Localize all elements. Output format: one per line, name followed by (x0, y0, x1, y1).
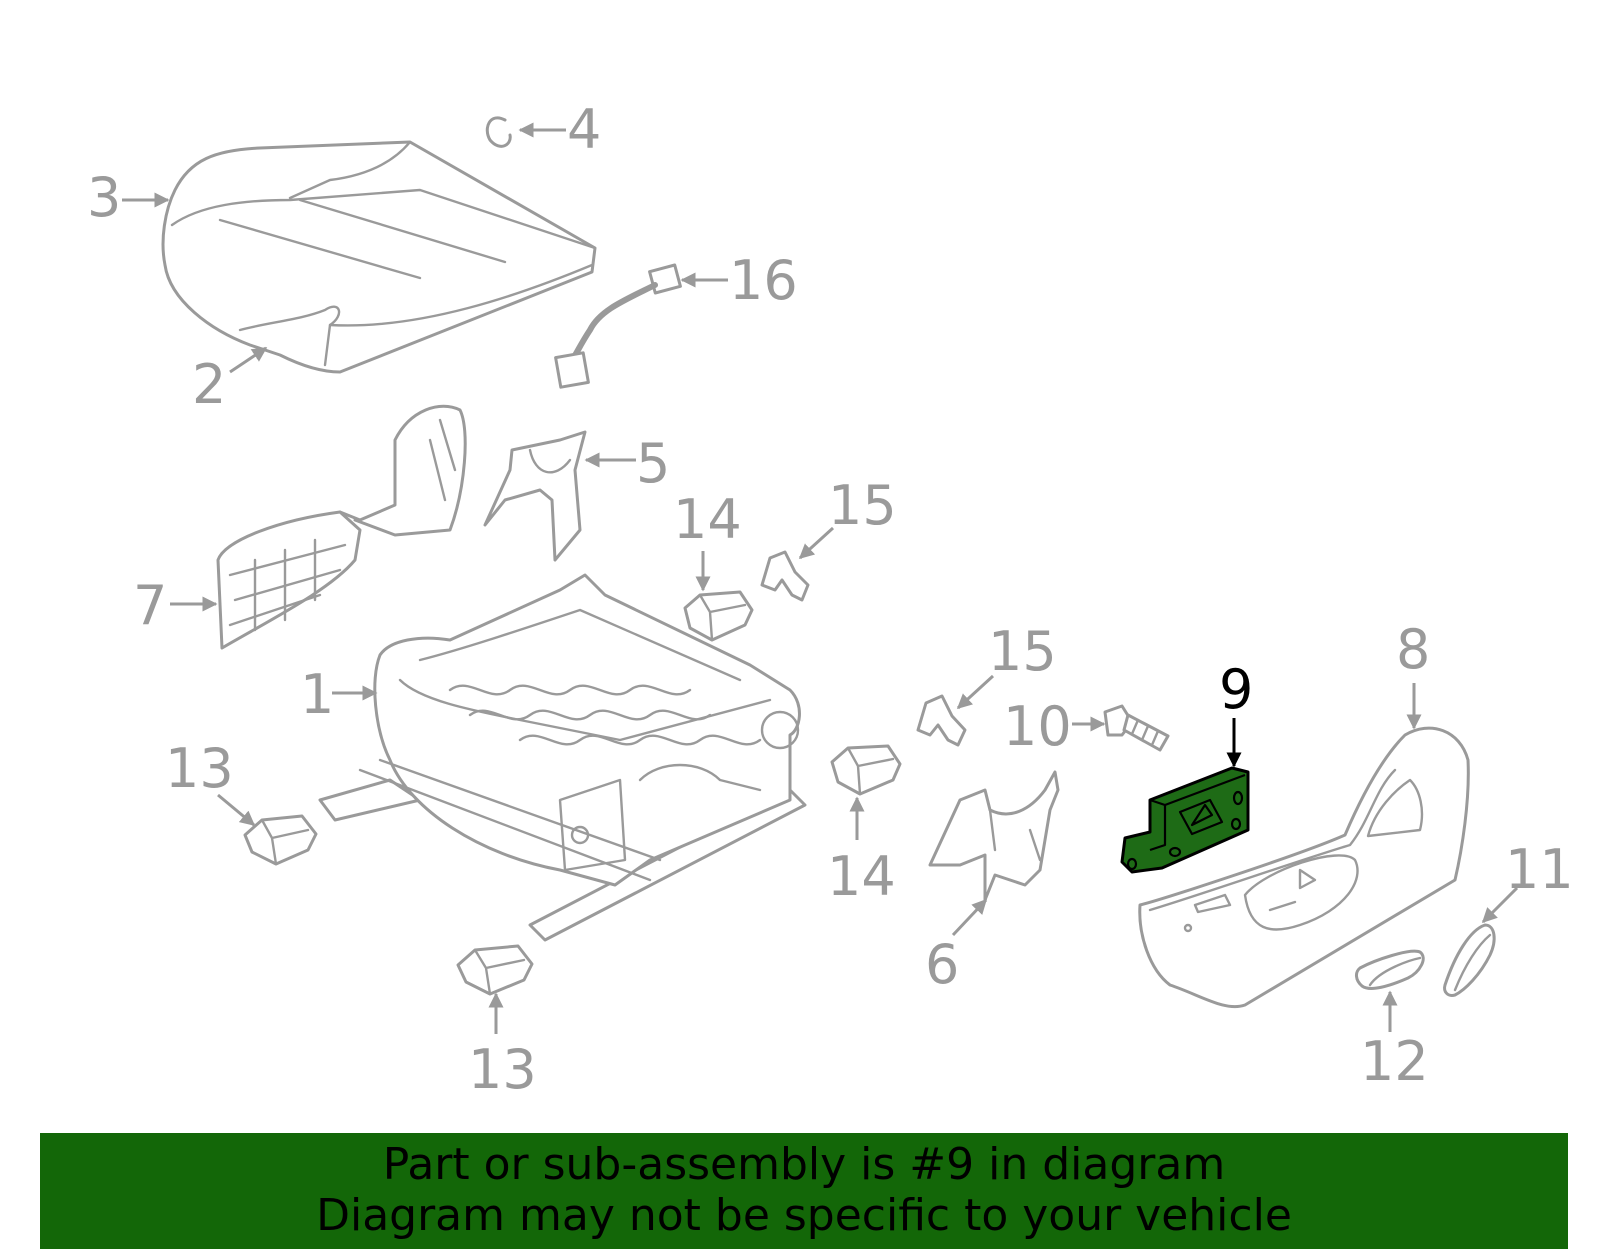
side-shield-part (1138, 726, 1470, 1009)
callout-labels: 3 2 4 16 5 7 1 14 15 15 10 14 13 13 6 8 … (87, 98, 1574, 1101)
leader-15b (956, 674, 995, 710)
callout-13a: 13 (165, 737, 234, 800)
cap-13b-part (456, 944, 534, 996)
leader-6 (951, 898, 988, 937)
notice-banner: Part or sub-assembly is #9 in diagram Di… (40, 1133, 1568, 1249)
leader-15a (798, 526, 835, 560)
callout-15a: 15 (828, 474, 897, 537)
leader-lines (122, 122, 1519, 1034)
bracket-5-part (483, 430, 587, 562)
callout-9: 9 (1219, 658, 1253, 721)
seat-switch-part-9 (1120, 766, 1250, 874)
hog-ring-part (485, 116, 512, 148)
callout-14b: 14 (827, 845, 896, 908)
knob-11-part (1443, 923, 1496, 997)
wire-harness-part (554, 263, 682, 389)
banner-line-2: Diagram may not be specific to your vehi… (316, 1190, 1292, 1241)
leader-11 (1481, 886, 1519, 924)
callout-5: 5 (636, 432, 670, 495)
callout-8: 8 (1396, 618, 1430, 681)
bracket-6-part (928, 770, 1060, 902)
cap-13a-part (243, 814, 318, 866)
cap-14a-part (683, 590, 754, 642)
callout-11: 11 (1505, 838, 1574, 901)
seat-frame-part (318, 573, 807, 942)
callout-7: 7 (133, 574, 167, 637)
callout-13b: 13 (468, 1038, 537, 1101)
callout-10: 10 (1003, 695, 1072, 758)
callout-15b: 15 (988, 620, 1057, 683)
callout-3: 3 (87, 166, 121, 229)
clip-15a-part (760, 550, 810, 602)
clip-15b-part (916, 694, 967, 747)
cap-14b-part (830, 744, 902, 796)
callout-6: 6 (925, 933, 959, 996)
bolt-part (1103, 704, 1170, 752)
callout-12: 12 (1360, 1030, 1429, 1093)
seat-cushion-part (161, 140, 597, 374)
callout-14a: 14 (673, 488, 742, 551)
callout-16: 16 (729, 249, 798, 312)
banner-line-1: Part or sub-assembly is #9 in diagram (382, 1139, 1226, 1190)
callout-4: 4 (567, 98, 601, 161)
callout-2: 2 (192, 353, 226, 416)
leader-2 (229, 346, 268, 374)
leader-13a (217, 793, 256, 827)
callout-1: 1 (300, 663, 334, 726)
knob-12-part (1355, 949, 1425, 990)
back-panel-part (216, 404, 467, 650)
